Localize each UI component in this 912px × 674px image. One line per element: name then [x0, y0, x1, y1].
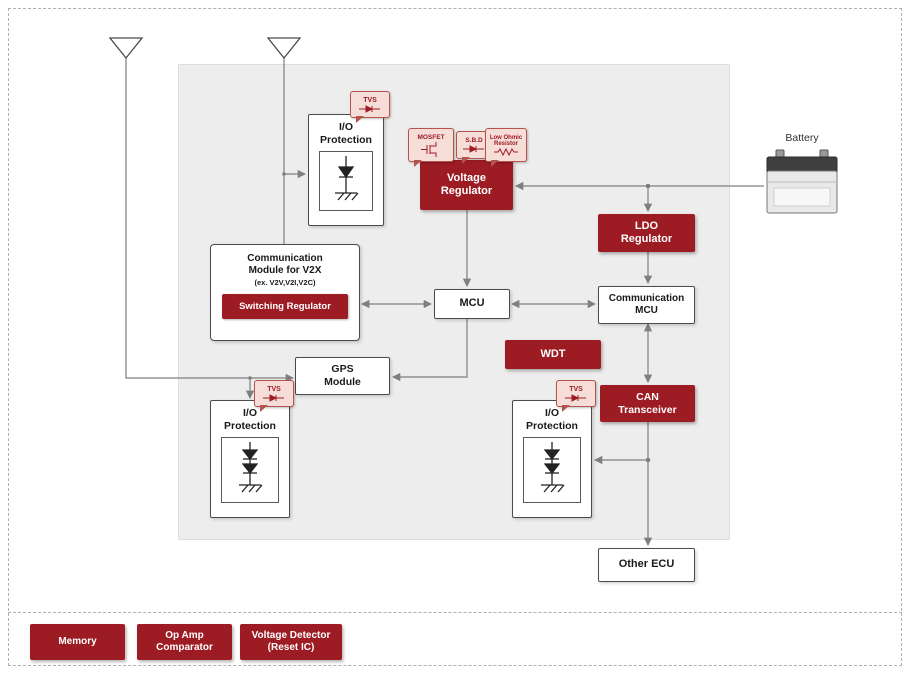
- dashed-border: [8, 8, 902, 666]
- diode-to-ground-icon: [319, 151, 373, 212]
- diode-to-ground-icon: [221, 437, 279, 504]
- block-io-protection-top: I/O Protection: [308, 114, 384, 226]
- legend-memory: Memory: [30, 624, 125, 660]
- diode-icon: [359, 104, 380, 113]
- legend-label: Op Amp Comparator: [156, 629, 213, 654]
- block-label: I/O Protection: [526, 407, 578, 432]
- battery-label: Battery: [785, 132, 819, 144]
- diode-icon: [565, 393, 586, 402]
- block-label: MCU: [459, 297, 485, 310]
- callout-tvs: TVS: [254, 380, 294, 412]
- block-subtitle: (ex. V2V,V2I,V2C): [254, 278, 316, 287]
- block-label: Communication MCU: [608, 293, 685, 316]
- block-label: WDT: [540, 347, 566, 360]
- block-mcu: MCU: [434, 289, 510, 319]
- block-other-ecu: Other ECU: [598, 548, 695, 582]
- legend-label: Memory: [58, 635, 97, 647]
- block-io-protection-mid: I/O Protection: [512, 400, 592, 518]
- diode-icon: [463, 145, 484, 153]
- callout-label: TVS: [363, 96, 377, 104]
- callout-mosfet: MOSFET: [408, 128, 454, 167]
- block-ldo-regulator: LDO Regulator: [598, 214, 695, 252]
- block-label: I/O Protection: [224, 407, 276, 432]
- block-label: CAN Transceiver: [618, 390, 677, 416]
- battery-icon: [766, 149, 838, 214]
- block-label: I/O Protection: [320, 121, 372, 146]
- block-title: Communication Module for V2X: [247, 253, 323, 276]
- antenna-icon: [108, 37, 144, 60]
- resistor-icon: [494, 147, 518, 156]
- legend-op-amp-comparator: Op Amp Comparator: [137, 624, 232, 660]
- callout-label: TVS: [267, 385, 281, 393]
- block-label: GPS Module: [324, 363, 361, 388]
- block-switching-regulator: Switching Regulator: [222, 294, 348, 319]
- callout-tvs: TVS: [350, 91, 390, 123]
- callout-label: TVS: [569, 385, 583, 393]
- block-communication-module-v2x: Communication Module for V2X (ex. V2V,V2…: [210, 244, 360, 341]
- block-label: Other ECU: [618, 558, 675, 571]
- block-gps-module: GPS Module: [295, 357, 390, 395]
- callout-label: S.B.D: [465, 137, 483, 144]
- legend-label: Voltage Detector (Reset IC): [251, 629, 331, 654]
- callout-label: Low Ohmic Resistor: [489, 134, 523, 147]
- block-can-transceiver: CAN Transceiver: [600, 385, 695, 422]
- mosfet-icon: [421, 141, 437, 157]
- block-voltage-regulator: Voltage Regulator: [420, 160, 513, 210]
- block-label: Voltage Regulator: [440, 171, 493, 197]
- block-wdt: WDT: [505, 340, 601, 369]
- callout-low-ohmic-resistor: Low Ohmic Resistor: [485, 128, 527, 167]
- antenna-icon: [266, 37, 302, 60]
- legend-voltage-detector: Voltage Detector (Reset IC): [240, 624, 342, 660]
- block-communication-mcu: Communication MCU: [598, 286, 695, 324]
- callout-tvs: TVS: [556, 380, 596, 412]
- block-label: LDO Regulator: [620, 219, 673, 245]
- diode-icon: [263, 393, 284, 402]
- block-io-protection-left: I/O Protection: [210, 400, 290, 518]
- callout-label: MOSFET: [417, 133, 445, 141]
- legend-separator-line: [8, 612, 902, 613]
- diode-to-ground-icon: [523, 437, 581, 504]
